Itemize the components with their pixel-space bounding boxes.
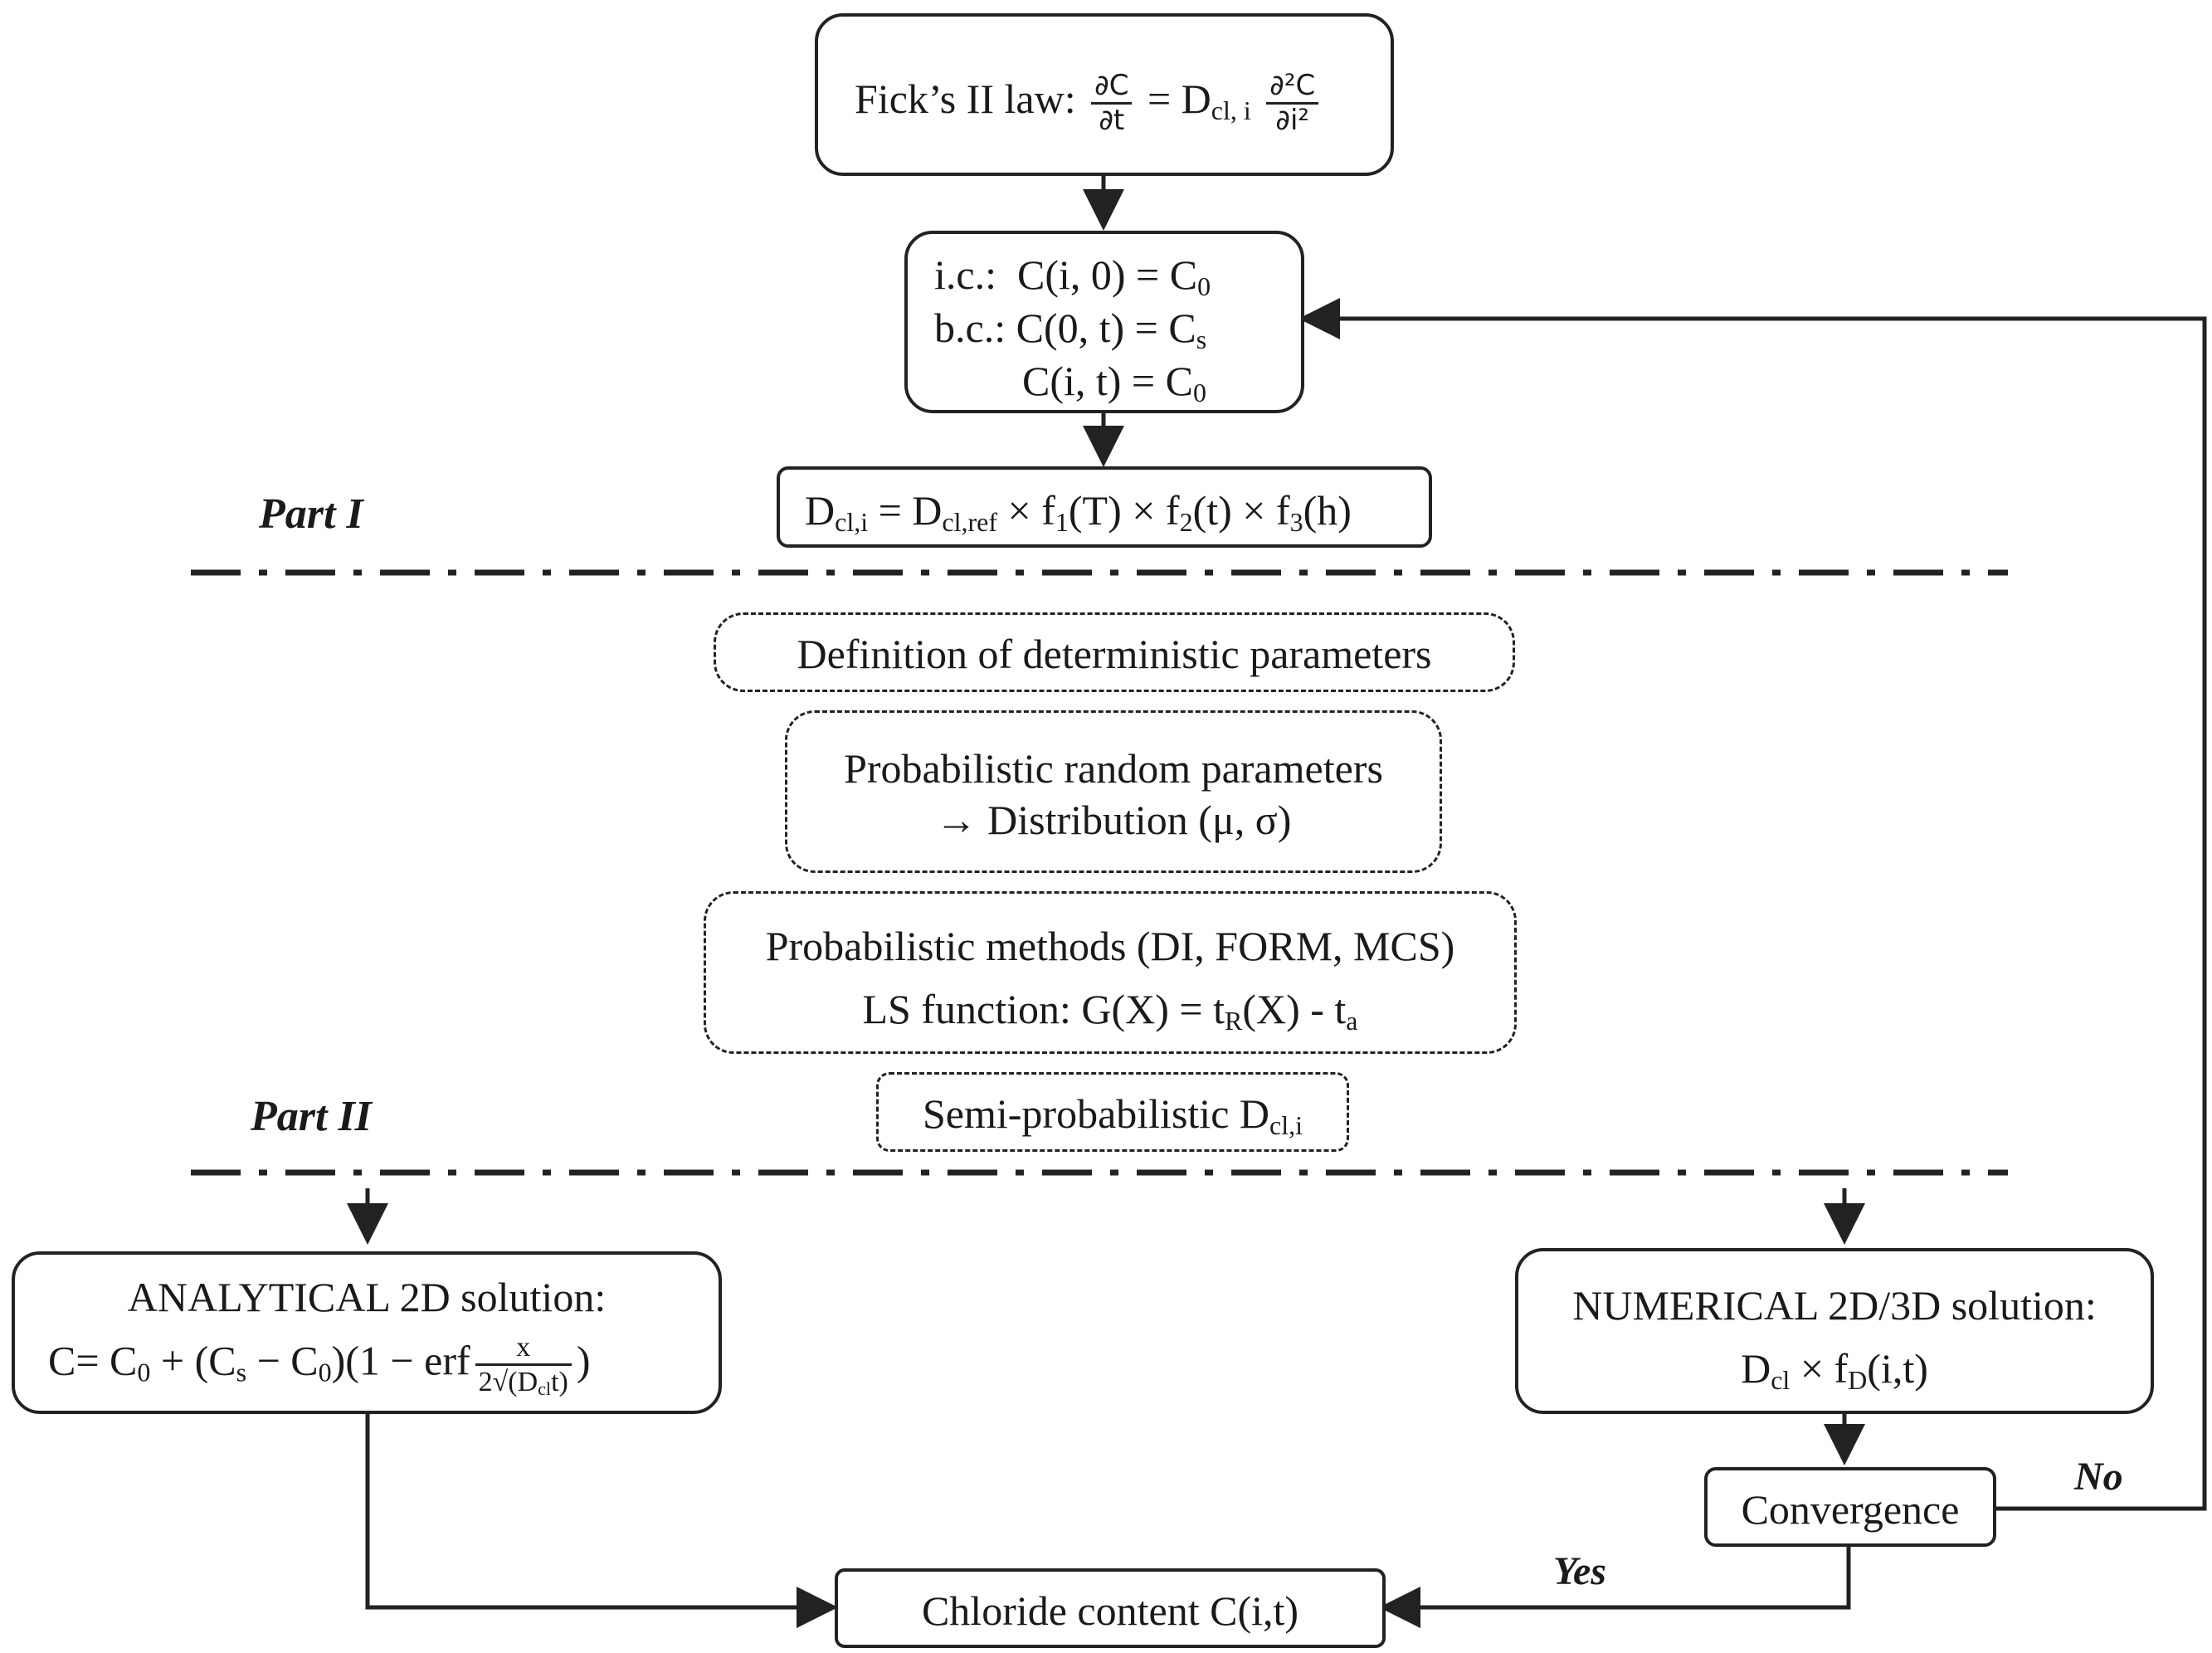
fick-law-equation: Fick’s II law: ∂C∂t = Dcl, i ∂²C∂i² (855, 69, 1323, 137)
numerical-solution-equation: Dcl × fD(i,t) (1741, 1345, 1928, 1395)
arrow-convergence-yes-to-chloride (1379, 1547, 1851, 1628)
fick-law-prefix: Fick’s II law: (855, 76, 1076, 123)
semi-probabilistic-text: Semi-probabilistic Dcl,i (923, 1090, 1303, 1140)
part-two-label: Part II (251, 1093, 372, 1140)
deterministic-parameters-box: Definition of deterministic parameters (714, 612, 1515, 692)
probabilistic-methods-box: Probabilistic methods (DI, FORM, MCS) LS… (704, 891, 1517, 1054)
arrow-convergence-no-loop (1298, 298, 2207, 1511)
yes-label: Yes (1553, 1549, 1606, 1593)
diffusion-coefficient-equation: Dcl,i = Dcl,ref × f1(T) × f2(t) × f3(h) (805, 487, 1352, 537)
boundary-conditions-box: i.c.: C(i, 0) = C0 b.c.: C(0, t) = Cs C(… (904, 231, 1304, 413)
limit-state-function: LS function: G(X) = tR(X) - ta (862, 986, 1358, 1036)
fick-fraction-space: ∂²C∂i² (1266, 69, 1319, 137)
random-parameters-line2: → Distribution (μ, σ) (935, 797, 1292, 843)
part-one-label: Part I (259, 490, 363, 538)
analytical-solution-title: ANALYTICAL 2D solution: (127, 1274, 607, 1320)
numerical-solution-box: NUMERICAL 2D/3D solution: Dcl × fD(i,t) (1515, 1248, 2154, 1414)
probabilistic-methods-line1: Probabilistic methods (DI, FORM, MCS) (765, 923, 1455, 969)
deterministic-parameters-text: Definition of deterministic parameters (797, 631, 1432, 677)
convergence-text: Convergence (1741, 1486, 1960, 1533)
random-parameters-line1: Probabilistic random parameters (844, 745, 1383, 792)
analytical-solution-box: ANALYTICAL 2D solution: C= C0 + (Cs − C0… (12, 1251, 722, 1414)
diffusion-coefficient-box: Dcl,i = Dcl,ref × f1(T) × f2(t) × f3(h) (777, 466, 1432, 548)
fick-law-box: Fick’s II law: ∂C∂t = Dcl, i ∂²C∂i² (815, 13, 1394, 176)
boundary-condition-2: C(i, t) = C0 (1022, 358, 1206, 407)
no-label: No (2074, 1455, 2123, 1499)
initial-condition: i.c.: C(i, 0) = C0 (934, 251, 1211, 301)
semi-probabilistic-box: Semi-probabilistic Dcl,i (876, 1072, 1349, 1152)
arrow-analytical-to-chloride (365, 1413, 838, 1628)
convergence-box: Convergence (1704, 1467, 1996, 1547)
numerical-solution-title: NUMERICAL 2D/3D solution: (1572, 1282, 2097, 1329)
random-parameters-box: Probabilistic random parameters → Distri… (785, 710, 1442, 873)
fick-fraction-time: ∂C∂t (1091, 69, 1133, 137)
chloride-content-text: Chloride content C(i,t) (921, 1587, 1299, 1634)
boundary-condition: b.c.: C(0, t) = Cs (934, 305, 1207, 354)
chloride-content-box: Chloride content C(i,t) (835, 1568, 1386, 1648)
